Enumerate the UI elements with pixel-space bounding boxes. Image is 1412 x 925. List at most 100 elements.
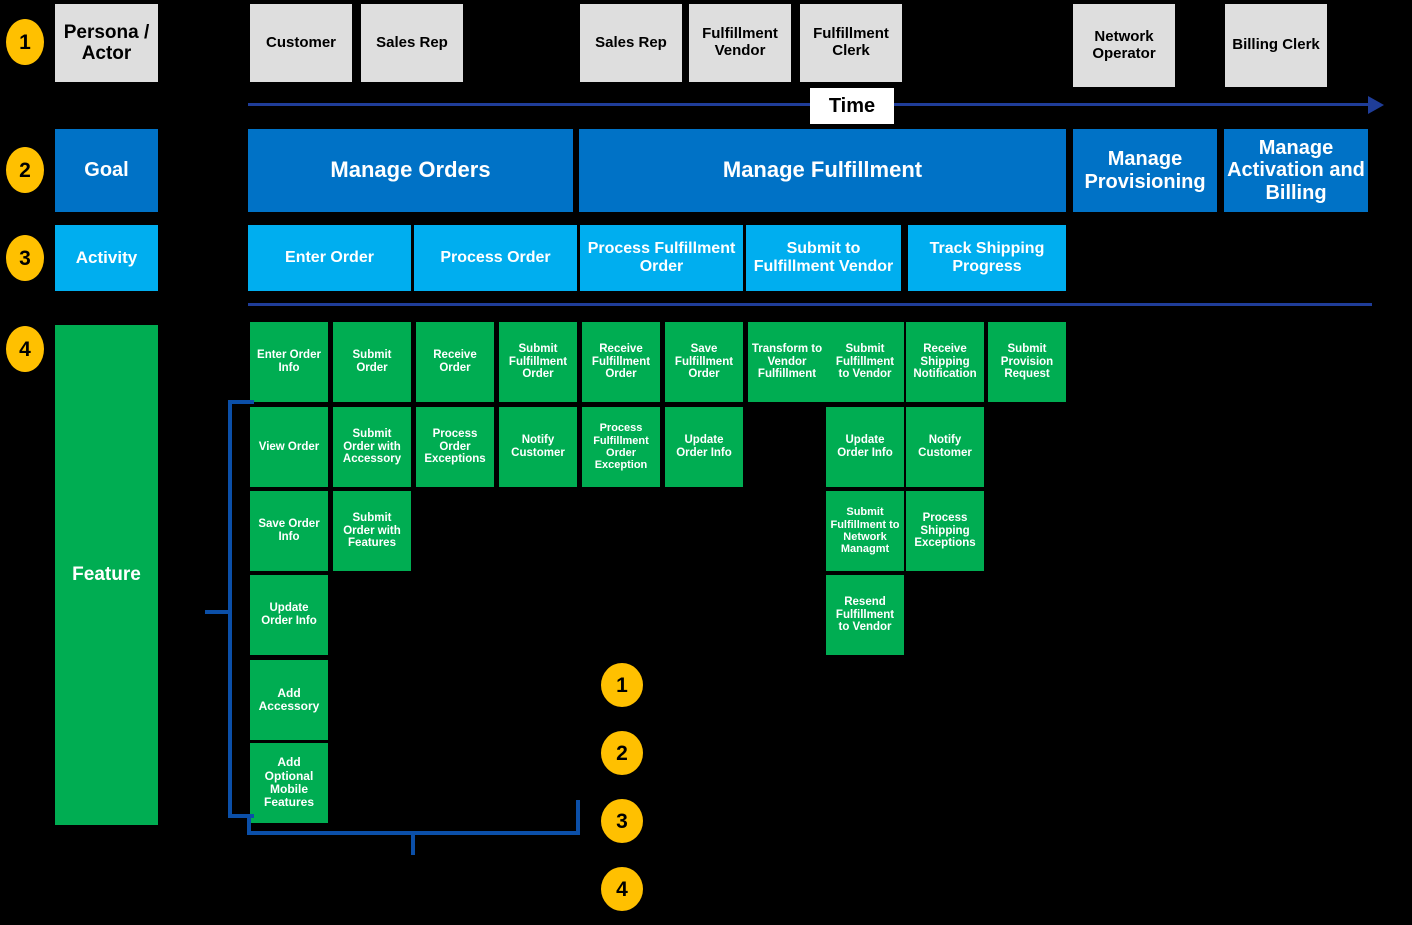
legend-badge-1-label: 1 — [616, 673, 628, 697]
row-label-activity-text: Activity — [75, 248, 138, 268]
legend-badge-3: 3 — [601, 799, 643, 843]
brace-center-drop — [411, 831, 415, 855]
persona-fulfillment-vendor[interactable]: Fulfillment Vendor — [689, 4, 791, 82]
feature-card[interactable]: Submit Order — [333, 322, 411, 402]
row-label-persona-text: Persona / Actor — [63, 21, 150, 64]
row-label-persona: Persona / Actor — [55, 4, 158, 82]
feature-card[interactable]: Process Fulfillment Order Exception — [582, 407, 660, 487]
persona-sales-rep-2[interactable]: Sales Rep — [580, 4, 682, 82]
persona-fulfillment-clerk[interactable]: Fulfillment Clerk — [800, 4, 902, 82]
goal-manage-fulfillment[interactable]: Manage Fulfillment — [579, 129, 1066, 212]
feature-card[interactable]: Transform to Vendor Fulfillment — [748, 322, 826, 402]
row-badge-1: 1 — [6, 19, 44, 65]
feature-card[interactable]: Save Order Info — [250, 491, 328, 571]
row-label-feature: Feature — [55, 325, 158, 825]
feature-card[interactable]: Save Fulfillment Order — [665, 322, 743, 402]
goal-manage-orders[interactable]: Manage Orders — [248, 129, 573, 212]
feature-card-label: Update Order Info — [837, 434, 893, 459]
legend-badge-3-label: 3 — [616, 809, 628, 833]
feature-card[interactable]: Submit Order with Accessory — [333, 407, 411, 487]
feature-card-label: Process Order Exceptions — [424, 427, 486, 466]
goal-manage-provisioning-label: Manage Provisioning — [1084, 148, 1206, 193]
feature-card[interactable]: Resend Fulfillment to Vendor — [826, 575, 904, 655]
feature-card-label: Enter Order Info — [257, 349, 321, 374]
feature-card-label: Submit Order with Features — [343, 511, 401, 550]
activity-submit-to-fulfillment-vendor[interactable]: Submit to Fulfillment Vendor — [746, 225, 901, 291]
legend-badge-2-label: 2 — [616, 741, 628, 765]
goal-manage-orders-label: Manage Orders — [330, 157, 491, 183]
feature-card[interactable]: Update Order Info — [665, 407, 743, 487]
feature-card-label: Receive Order — [433, 349, 477, 374]
row-badge-4: 4 — [6, 326, 44, 372]
brace-right-riser — [576, 800, 580, 835]
row-badge-3: 3 — [6, 235, 44, 281]
feature-card-label: View Order — [258, 440, 320, 453]
activity-process-order-label: Process Order — [440, 249, 551, 267]
feature-card[interactable]: Submit Provision Request — [988, 322, 1066, 402]
feature-card-label: Save Order Info — [258, 518, 320, 543]
goal-manage-provisioning[interactable]: Manage Provisioning — [1073, 129, 1217, 212]
goal-manage-activation-and-billing[interactable]: Manage Activation and Billing — [1224, 129, 1368, 212]
activity-process-fulfillment-order[interactable]: Process Fulfillment Order — [580, 225, 743, 291]
feature-card-label: Submit Order with Accessory — [342, 427, 402, 466]
feature-card[interactable]: Enter Order Info — [250, 322, 328, 402]
activity-track-shipping-progress[interactable]: Track Shipping Progress — [908, 225, 1066, 291]
feature-card-label: Receive Fulfillment Order — [591, 342, 651, 381]
feature-card-label: Notify Customer — [918, 434, 972, 459]
feature-card[interactable]: Receive Fulfillment Order — [582, 322, 660, 402]
feature-card[interactable]: Process Order Exceptions — [416, 407, 494, 487]
row-label-goal: Goal — [55, 129, 158, 212]
connector-bottom-stub — [228, 814, 254, 818]
feature-card[interactable]: Submit Order with Features — [333, 491, 411, 571]
persona-billing-clerk-label: Billing Clerk — [1232, 36, 1320, 54]
feature-card-label: Update Order Info — [676, 434, 732, 459]
persona-sales-rep-1[interactable]: Sales Rep — [361, 4, 463, 82]
activity-divider-rule — [248, 303, 1372, 306]
feature-card[interactable]: Submit Fulfillment to Network Managmt — [826, 491, 904, 571]
feature-card-label: Process Shipping Exceptions — [914, 511, 976, 550]
feature-card-label: Process Fulfillment Order Exception — [593, 422, 649, 472]
goal-manage-activation-billing-label: Manage Activation and Billing — [1227, 136, 1365, 204]
feature-card[interactable]: Add Optional Mobile Features — [250, 743, 328, 823]
activity-enter-order[interactable]: Enter Order — [248, 225, 411, 291]
feature-card-label: Save Fulfillment Order — [674, 342, 734, 381]
persona-customer[interactable]: Customer — [250, 4, 352, 82]
brace-left-riser — [247, 814, 251, 834]
feature-card[interactable]: Update Order Info — [250, 575, 328, 655]
feature-card-label: Receive Shipping Notification — [913, 342, 977, 381]
time-axis-arrowhead — [1368, 96, 1384, 114]
row-label-activity: Activity — [55, 225, 158, 291]
legend-badge-1: 1 — [601, 663, 643, 707]
feature-card[interactable]: Update Order Info — [826, 407, 904, 487]
feature-card[interactable]: Notify Customer — [499, 407, 577, 487]
feature-card[interactable]: Receive Shipping Notification — [906, 322, 984, 402]
persona-network-operator[interactable]: Network Operator — [1073, 4, 1175, 87]
row-label-goal-text: Goal — [84, 159, 129, 182]
feature-card-label: Notify Customer — [511, 434, 565, 459]
row-badge-2-label: 2 — [19, 158, 31, 182]
legend-badge-4: 4 — [601, 867, 643, 911]
activity-process-fulfillment-order-label: Process Fulfillment Order — [587, 240, 736, 275]
connector-top-stub — [228, 400, 254, 404]
feature-card-label: Add Accessory — [258, 685, 320, 713]
feature-card[interactable]: View Order — [250, 407, 328, 487]
feature-card-label: Update Order Info — [261, 602, 317, 627]
feature-card[interactable]: Submit Fulfillment Order — [499, 322, 577, 402]
persona-customer-label: Customer — [265, 33, 336, 51]
goal-manage-fulfillment-label: Manage Fulfillment — [722, 157, 923, 183]
feature-card[interactable]: Add Accessory — [250, 660, 328, 740]
persona-fulfillment-vendor-label: Fulfillment Vendor — [702, 25, 778, 59]
feature-card[interactable]: Process Shipping Exceptions — [906, 491, 984, 571]
persona-billing-clerk[interactable]: Billing Clerk — [1225, 4, 1327, 87]
activity-enter-order-label: Enter Order — [285, 249, 374, 267]
feature-card[interactable]: Submit Fulfillment to Vendor — [826, 322, 904, 402]
persona-sales-rep-2-label: Sales Rep — [595, 33, 667, 51]
row-badge-2: 2 — [6, 147, 44, 193]
feature-card-label: Submit Provision Request — [1000, 342, 1054, 381]
feature-card-label: Submit Fulfillment Order — [508, 342, 568, 381]
feature-card[interactable]: Notify Customer — [906, 407, 984, 487]
feature-card[interactable]: Receive Order — [416, 322, 494, 402]
feature-card-label: Transform to Vendor Fulfillment — [751, 342, 823, 381]
activity-process-order[interactable]: Process Order — [414, 225, 577, 291]
